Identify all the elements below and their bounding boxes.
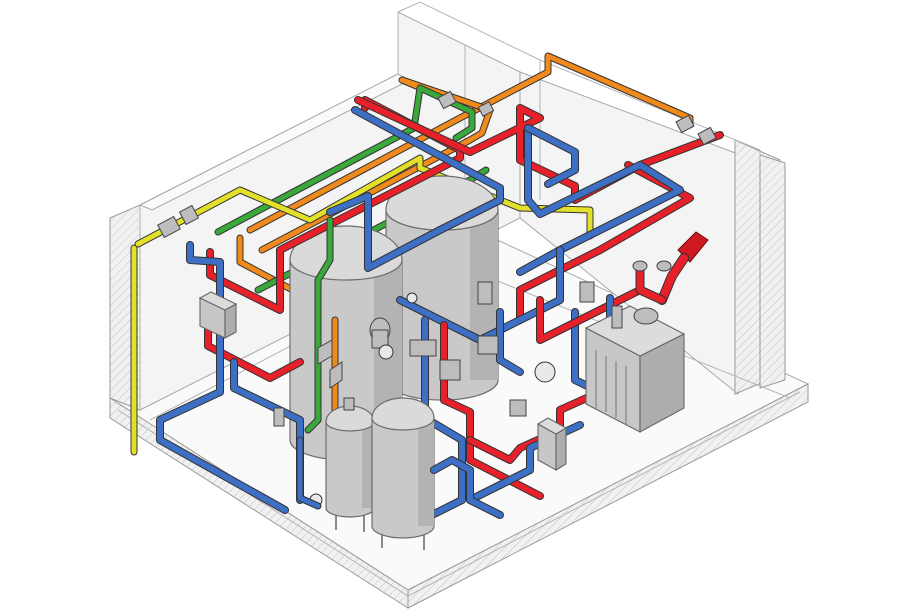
control-box-left xyxy=(198,291,238,339)
boiler-top-fitting xyxy=(611,305,623,329)
valve-yellow-left-2 xyxy=(178,204,200,226)
expansion-tank-small xyxy=(325,397,375,532)
blue-pipe-tank-feed xyxy=(297,437,321,509)
boiler-unit xyxy=(584,305,686,433)
boiler-top-cap xyxy=(633,307,659,325)
valve-top-1 xyxy=(437,90,457,110)
valve-orange-right xyxy=(675,114,695,134)
flue-outlet xyxy=(632,231,709,305)
fittings xyxy=(157,90,717,507)
orange-pipe-mid xyxy=(259,77,493,253)
blue-pipe-center-short xyxy=(497,309,523,375)
pump-center-3 xyxy=(439,359,461,381)
valve-red-right xyxy=(697,126,717,146)
pressure-gauge-center xyxy=(378,344,394,360)
valve-center-upper xyxy=(477,281,493,305)
valve-yellow-left xyxy=(157,215,181,239)
red-pipe-boiler-feed xyxy=(537,287,643,343)
blue-pipe-back-loop xyxy=(327,107,503,271)
valve-right-upper xyxy=(579,281,595,303)
control-box-front xyxy=(536,417,568,471)
blue-pipe-left-return xyxy=(157,242,288,513)
yellow-pipe-horizontal xyxy=(135,155,593,247)
wall-step-edge-right xyxy=(539,59,761,160)
pump-center-4 xyxy=(477,335,499,355)
blue-manifold xyxy=(397,247,563,343)
pressure-gauge-upper xyxy=(406,292,418,304)
valve-front xyxy=(509,399,527,417)
valve-green-drop xyxy=(317,339,333,365)
valve-top-2 xyxy=(477,101,495,117)
right-wall-hatch-lower xyxy=(759,154,786,389)
blue-pipe-riser xyxy=(525,125,578,187)
front-pipes xyxy=(296,436,504,519)
red-pipe-left-drop xyxy=(205,327,303,381)
blue-pipe-center-drop xyxy=(422,317,465,519)
expansion-tank-large xyxy=(371,397,435,550)
blue-pipe-front-loop xyxy=(431,457,503,518)
mid-pipes xyxy=(156,96,724,514)
pressure-gauge-right xyxy=(534,361,556,383)
green-pipe-drop xyxy=(305,217,333,433)
valve-orange-drop xyxy=(329,361,343,389)
pump-center-2 xyxy=(409,339,437,357)
valve-left-lower xyxy=(273,407,285,427)
